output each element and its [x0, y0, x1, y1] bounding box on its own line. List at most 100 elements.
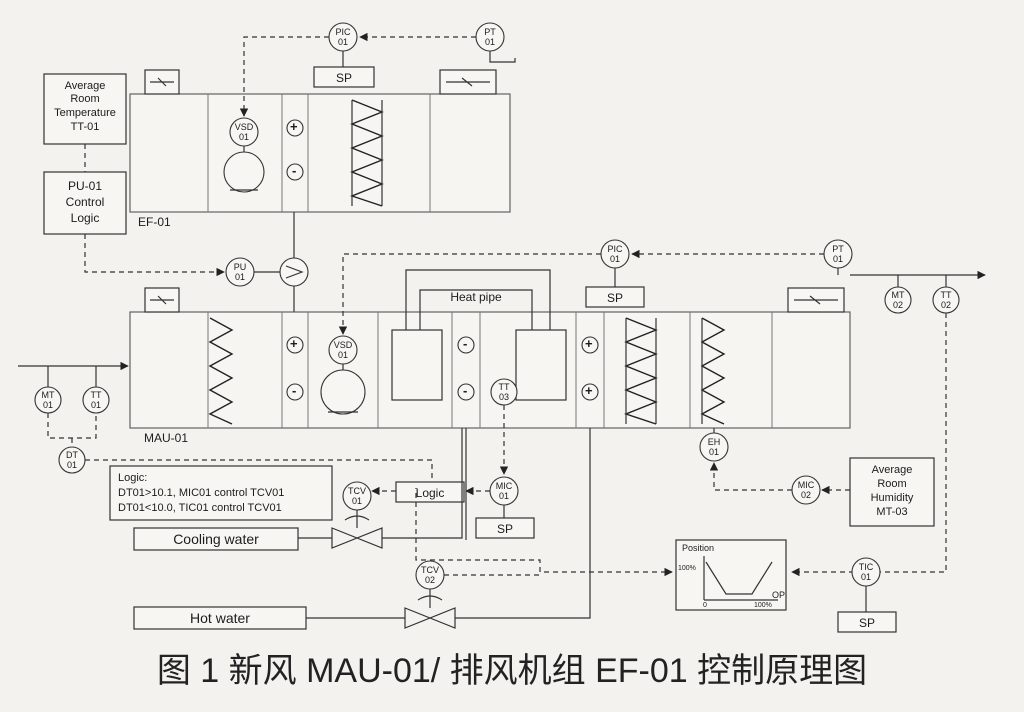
svg-text:DT01>10.1, MIC01 control TCV01: DT01>10.1, MIC01 control TCV01 — [118, 487, 284, 499]
svg-text:DT01<10.0, TIC01 control TCV01: DT01<10.0, TIC01 control TCV01 — [118, 502, 282, 514]
pressure-minus-icon — [286, 383, 304, 401]
svg-text:Cooling water: Cooling water — [173, 531, 259, 547]
svg-text:MIC: MIC — [798, 480, 815, 490]
mic02-instrument: MIC 02 — [791, 475, 821, 505]
svg-text:01: 01 — [239, 132, 249, 142]
damper-icon — [150, 77, 174, 87]
ef-vsd-instrument: VSD 01 — [229, 117, 259, 147]
pressure-plus-icon — [581, 336, 599, 354]
svg-text:DT: DT — [66, 450, 78, 460]
svg-text:TT: TT — [91, 390, 102, 400]
svg-text:SP: SP — [497, 522, 513, 536]
cooling-coil-icon — [623, 317, 658, 425]
mt01-instrument: MT 01 — [34, 386, 62, 414]
svg-text:01: 01 — [499, 491, 509, 501]
pressure-minus-icon — [286, 163, 304, 181]
svg-text:PIC: PIC — [607, 244, 623, 254]
svg-text:MT: MT — [892, 290, 905, 300]
svg-text:01: 01 — [485, 37, 495, 47]
svg-text:TT: TT — [941, 290, 952, 300]
mau-01-unit — [129, 287, 851, 429]
svg-text:SP: SP — [859, 616, 875, 630]
coil-icon — [349, 99, 384, 207]
svg-text:MT-03: MT-03 — [876, 506, 907, 518]
svg-text:01: 01 — [43, 400, 53, 410]
ef-01-unit — [129, 69, 511, 213]
svg-text:MT: MT — [42, 390, 55, 400]
svg-text:01: 01 — [610, 254, 620, 264]
ef-pic-instrument: PIC 01 — [328, 22, 358, 52]
svg-text:SP: SP — [336, 71, 352, 85]
svg-text:02: 02 — [801, 490, 811, 500]
svg-text:TCV: TCV — [348, 486, 366, 496]
ef-pt-instrument: PT 01 — [475, 22, 505, 52]
svg-text:VSD: VSD — [235, 122, 254, 132]
svg-text:TIC: TIC — [859, 562, 874, 572]
pu-01-control-logic-box — [43, 171, 127, 235]
average-room-humidity-box — [849, 457, 935, 527]
svg-text:03: 03 — [499, 392, 509, 402]
pump-icon — [279, 257, 309, 287]
damper-icon — [446, 77, 490, 87]
tt03-instrument: TT 03 — [490, 378, 518, 406]
eh01-instrument: EH 01 — [699, 432, 729, 462]
ef-setpoint-box — [313, 66, 375, 88]
svg-text:PU: PU — [234, 262, 247, 272]
tt01-instrument: TT 01 — [82, 386, 110, 414]
svg-text:Temperature: Temperature — [54, 107, 116, 119]
svg-text:01: 01 — [338, 37, 348, 47]
svg-text:TCV: TCV — [421, 565, 439, 575]
pressure-minus-icon — [457, 383, 475, 401]
svg-text:Room: Room — [877, 478, 906, 490]
pressure-plus-icon — [286, 336, 304, 354]
mic01-setpoint-box — [475, 517, 535, 539]
damper-icon — [150, 295, 174, 305]
ef-fan-icon — [223, 151, 265, 193]
svg-text:Average: Average — [872, 464, 913, 476]
svg-text:01: 01 — [833, 254, 843, 264]
svg-text:01: 01 — [338, 350, 348, 360]
pu-instrument: PU 01 — [225, 257, 255, 287]
mau-vsd-instrument: VSD 01 — [328, 335, 358, 365]
dt01-instrument: DT 01 — [58, 446, 86, 474]
logic-note-box — [109, 465, 333, 521]
svg-text:02: 02 — [893, 300, 903, 310]
svg-text:01: 01 — [91, 400, 101, 410]
svg-text:PU-01: PU-01 — [68, 179, 102, 193]
svg-text:Control: Control — [66, 195, 105, 209]
svg-text:02: 02 — [425, 575, 435, 585]
svg-text:PT: PT — [832, 244, 844, 254]
svg-text:TT-01: TT-01 — [71, 121, 100, 133]
pressure-plus-icon — [581, 383, 599, 401]
svg-text:0: 0 — [703, 602, 707, 609]
tcv02-instrument: TCV 02 — [415, 560, 445, 590]
svg-text:100%: 100% — [678, 565, 696, 572]
svg-text:Logic: Logic — [71, 211, 100, 225]
mic01-instrument: MIC 01 — [489, 476, 519, 506]
svg-text:OP: OP — [772, 590, 785, 600]
svg-text:Logic: Logic — [416, 486, 445, 500]
svg-text:VSD: VSD — [334, 340, 353, 350]
svg-text:PT: PT — [484, 27, 496, 37]
electric-heater-icon — [700, 317, 726, 425]
svg-text:PIC: PIC — [335, 27, 351, 37]
cooling-water-box — [133, 527, 299, 551]
svg-text:01: 01 — [861, 572, 871, 582]
heat-pipe-right-box — [515, 329, 567, 401]
svg-text:Position: Position — [682, 543, 714, 553]
tcv01-instrument: TCV 01 — [342, 481, 372, 511]
heat-pipe-left-box — [391, 329, 443, 401]
valve-position-graph: Position 100% 0 100% OP — [675, 539, 787, 611]
svg-text:Logic:: Logic: — [118, 472, 147, 484]
figure-caption: 图 1 新风 MAU-01/ 排风机组 EF-01 控制原理图 — [157, 652, 867, 690]
logic-box — [395, 481, 465, 503]
svg-text:Humidity: Humidity — [871, 492, 914, 504]
filter-icon — [208, 317, 234, 425]
svg-text:TT: TT — [499, 382, 510, 392]
svg-text:MIC: MIC — [496, 481, 513, 491]
pressure-plus-icon — [286, 119, 304, 137]
hot-water-valve-icon — [404, 607, 456, 629]
mau-fan-icon — [320, 369, 366, 415]
svg-text:EH: EH — [708, 437, 721, 447]
